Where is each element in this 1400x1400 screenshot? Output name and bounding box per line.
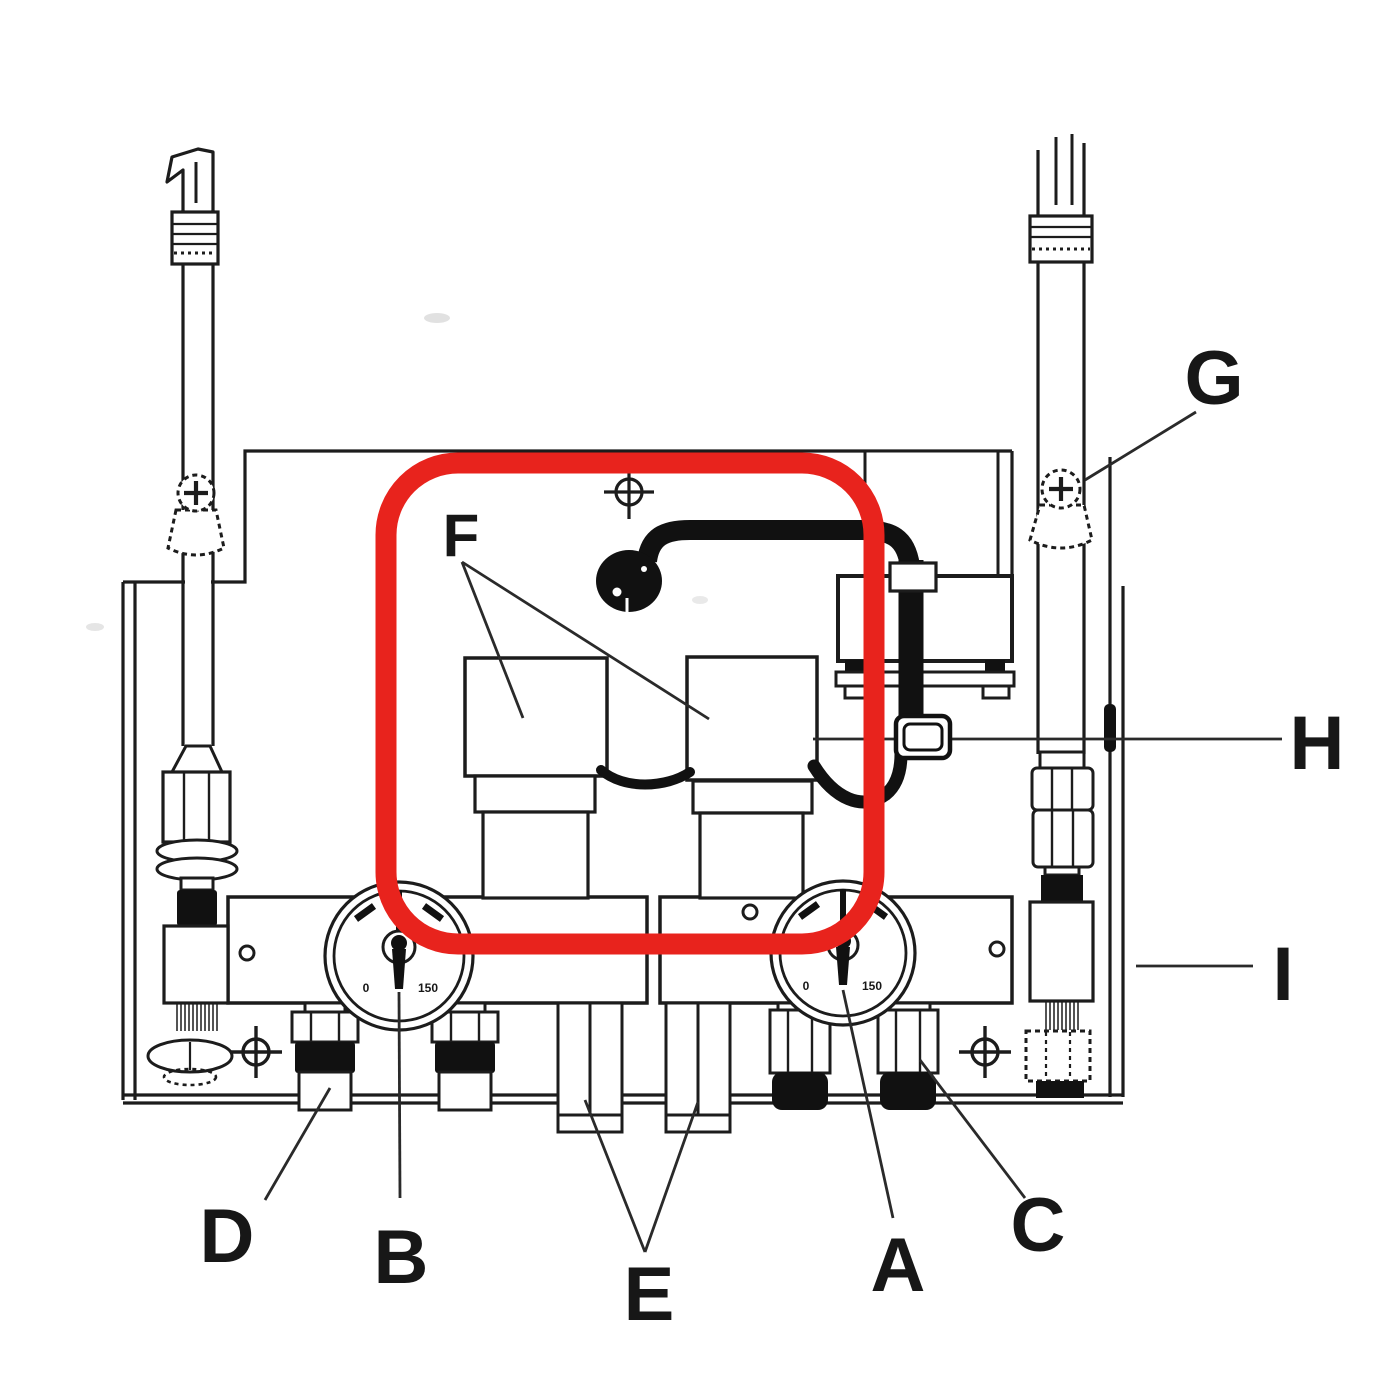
gauge-max-label: 150 [862, 979, 882, 993]
relay-terminal [985, 660, 1005, 673]
callout-d: D [200, 1194, 255, 1279]
callout-h: H [1290, 701, 1345, 786]
leader-e [583, 1099, 700, 1253]
highlight-box [375, 452, 885, 955]
leader-b [397, 991, 402, 1199]
mounting-mark-top [604, 466, 654, 519]
scan-smudge [424, 313, 450, 323]
union-nut [1024, 750, 1095, 1098]
drain-fitting [430, 1001, 500, 1112]
hose-coupling-dashed-g [1028, 468, 1094, 550]
pipe-collar [888, 561, 938, 593]
leader-f2 [461, 560, 710, 721]
hose-tip [165, 147, 215, 212]
relay-terminal [845, 660, 865, 673]
hose-tip [1054, 134, 1074, 205]
leader-f1 [460, 561, 525, 719]
drain-fitting-d [290, 1001, 360, 1112]
gauge-ticks [353, 903, 445, 922]
gauge-max-label: 150 [418, 981, 438, 995]
left-supply-hose [146, 147, 239, 1087]
relay-bracket [834, 670, 1016, 688]
leader-d [263, 1087, 332, 1201]
scan-smudge [692, 596, 708, 604]
union-nut [146, 744, 239, 1087]
right-supply-hose [1024, 134, 1095, 1098]
threads [1045, 1001, 1079, 1030]
pipe-elbow [596, 550, 662, 612]
upper-junction-box [863, 449, 1000, 579]
gauge-min-label: 0 [803, 979, 810, 993]
callout-e: E [624, 1252, 675, 1337]
solenoid-valve-left [463, 656, 609, 900]
callout-b: B [374, 1215, 429, 1300]
hose-coupling-dashed [166, 473, 226, 557]
leader-a [841, 989, 895, 1219]
bracket-leg [981, 684, 1011, 700]
threads [176, 1003, 218, 1031]
gauge-min-label: 0 [363, 981, 370, 995]
pressure-gauge-b: 0 150 [323, 880, 475, 1032]
leader-c [918, 1059, 1027, 1199]
overhead-pipe [596, 520, 938, 717]
connector-hose [807, 747, 908, 809]
hose-crimp [170, 210, 220, 266]
leader-lines [263, 410, 1253, 1253]
solenoid-valve-right [685, 655, 819, 900]
callout-g: G [1184, 336, 1243, 421]
scan-smudge [86, 623, 104, 631]
hose-crimp [1028, 214, 1094, 264]
callout-f: F [443, 502, 480, 569]
wall-stud [1104, 704, 1116, 752]
callout-a: A [871, 1223, 926, 1308]
outlet-fitting-c [876, 1001, 940, 1110]
leader-g [1084, 410, 1197, 482]
solenoid-cable [596, 765, 695, 790]
callout-c: C [1011, 1183, 1066, 1268]
mounting-mark-left [230, 1026, 282, 1078]
electrical-connector-h [893, 713, 953, 761]
callout-i: I [1272, 932, 1293, 1017]
mounting-mark-right [959, 1026, 1011, 1078]
